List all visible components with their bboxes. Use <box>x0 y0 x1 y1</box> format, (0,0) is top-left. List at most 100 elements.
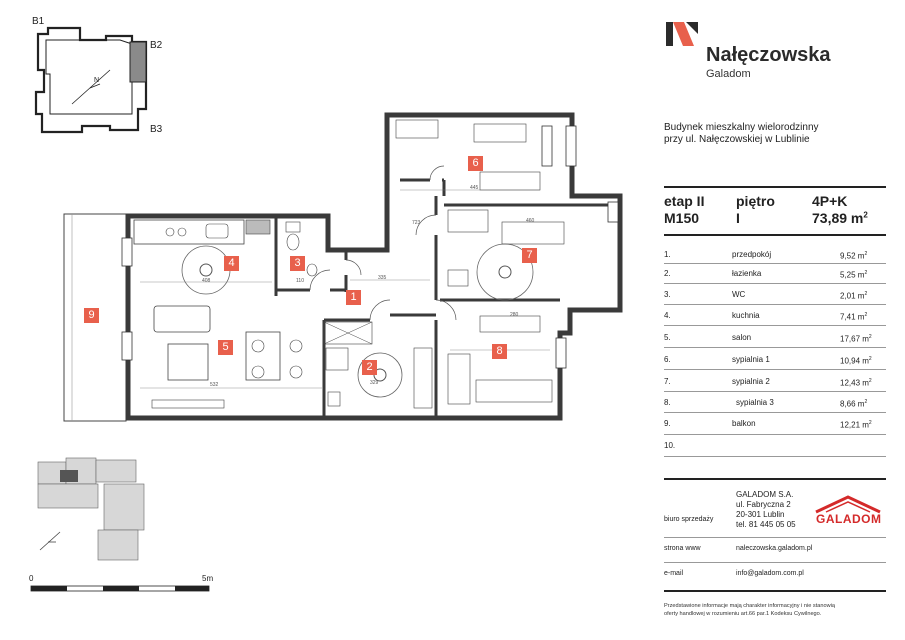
room-area: 12,43 m2 <box>840 371 872 394</box>
room-number: 8. <box>664 398 671 407</box>
building-line2: przy ul. Nałęczowskiej w Lublinie <box>664 134 810 145</box>
room-area-sup: 2 <box>864 251 868 257</box>
room-number: 4. <box>664 311 671 320</box>
divider <box>664 562 886 563</box>
website-label: strona www <box>664 545 701 552</box>
room-badge-2: 2 <box>362 360 377 375</box>
room-name: WC <box>732 290 746 299</box>
floor-plan-drawing <box>63 112 623 422</box>
divider <box>664 391 886 392</box>
sales-company: GALADOM S.A. <box>736 490 794 499</box>
dim-label: 335 <box>378 275 387 281</box>
room-area-sup: 2 <box>864 270 868 276</box>
galadom-logo-text: GALADOM <box>816 512 882 526</box>
room-area-value: 12,21 m <box>840 420 869 430</box>
room-badge-5: 5 <box>218 340 233 355</box>
galadom-logo: GALADOM <box>812 494 884 528</box>
scale-bar-graphic <box>30 585 210 592</box>
room-name: sypialnia 3 <box>736 398 774 407</box>
room-badge-9: 9 <box>84 308 99 323</box>
sales-office-label: biuro sprzedaży <box>664 516 714 523</box>
sales-city: 20-301 Lublin <box>736 510 785 519</box>
dim-label: 723 <box>412 220 421 226</box>
floor-plan: 445 532 316 335 723 408 329 110 460 280 … <box>60 110 630 430</box>
room-area-value: 5,25 m <box>840 270 865 280</box>
scale-end-label: 5m <box>202 574 214 583</box>
scale-bar: 0 5m <box>29 574 220 604</box>
divider <box>664 456 886 457</box>
divider <box>664 347 886 348</box>
unit-floor-label: piętro <box>736 193 775 209</box>
room-area: 10,94 m2 <box>840 349 872 372</box>
dim-label: 329 <box>370 380 379 386</box>
email-link[interactable]: info@galadom.com.pl <box>736 570 804 577</box>
room-number: 1. <box>664 250 671 259</box>
dim-label: 408 <box>202 278 211 284</box>
room-area-sup: 2 <box>868 420 872 426</box>
dim-label: 280 <box>510 312 519 318</box>
room-name: balkon <box>732 419 756 428</box>
email-label: e-mail <box>664 570 684 577</box>
brand-sub: Galadom <box>706 68 751 80</box>
divider <box>664 434 886 435</box>
room-name: kuchnia <box>732 311 760 320</box>
disclaimer-line2: oferty handlowej w rozumieniu art.66 par… <box>664 611 822 617</box>
room-number: 6. <box>664 355 671 364</box>
room-area: 8,66 m2 <box>840 392 867 415</box>
unit-area-value: 73,89 m <box>812 210 864 226</box>
site-plan <box>20 450 180 570</box>
room-area-value: 7,41 m <box>840 312 865 322</box>
room-row: 9. balkon 12,21 m2 <box>664 413 886 434</box>
room-number: 10. <box>664 441 676 450</box>
room-number: 3. <box>664 290 671 299</box>
dim-label: 460 <box>526 218 535 224</box>
disclaimer-line1: Przedstawione informacje mają charakter … <box>664 603 835 609</box>
room-area-sup: 2 <box>868 356 872 362</box>
room-area-sup: 2 <box>864 312 868 318</box>
room-number: 9. <box>664 419 671 428</box>
divider <box>664 234 886 236</box>
website-link[interactable]: naleczowska.galadom.pl <box>736 545 813 552</box>
room-area-sup: 2 <box>868 334 872 340</box>
room-area-value: 17,67 m <box>840 334 869 344</box>
room-badge-4: 4 <box>224 256 239 271</box>
room-area-sup: 2 <box>868 378 872 384</box>
divider <box>664 325 886 326</box>
room-area-sup: 2 <box>864 291 868 297</box>
room-area: 2,01 m2 <box>840 284 867 307</box>
room-row: 5. salon 17,67 m2 <box>664 327 886 348</box>
keyplan-drawing: N <box>34 26 148 134</box>
sales-phone: tel. 81 445 05 05 <box>736 520 796 529</box>
dim-label: 445 <box>470 185 479 191</box>
room-name: przedpokój <box>732 250 772 259</box>
room-number: 2. <box>664 269 671 278</box>
room-name: łazienka <box>732 269 762 278</box>
room-badge-6: 6 <box>468 156 483 171</box>
room-number: 5. <box>664 333 671 342</box>
dim-label: 532 <box>210 382 219 388</box>
galadom-roof-icon <box>815 495 881 514</box>
site-plan-drawing <box>37 457 145 561</box>
scale-start-label: 0 <box>29 574 34 583</box>
room-row: 4. kuchnia 7,41 m2 <box>664 305 886 326</box>
room-area: 7,41 m2 <box>840 305 867 328</box>
keyplan-label-b3: B3 <box>150 124 163 135</box>
room-row: 1. przedpokój 9,52 m2 <box>664 244 886 265</box>
divider <box>664 263 886 264</box>
svg-text:N: N <box>94 77 99 84</box>
keyplan-label-b1: B1 <box>32 16 45 27</box>
room-row: 10. <box>664 435 886 456</box>
room-area-value: 12,43 m <box>840 378 869 388</box>
room-area-value: 8,66 m <box>840 399 865 409</box>
room-area: 9,52 m2 <box>840 244 867 267</box>
room-badge-7: 7 <box>522 248 537 263</box>
brand-logo <box>664 18 702 50</box>
brand-name: Nałęczowska <box>706 44 831 66</box>
divider <box>664 186 886 188</box>
brand-mark-icon <box>666 22 698 46</box>
divider <box>664 412 886 413</box>
room-row: 6. sypialnia 1 10,94 m2 <box>664 349 886 370</box>
room-row: 3. WC 2,01 m2 <box>664 284 886 305</box>
room-area: 17,67 m2 <box>840 327 872 350</box>
room-badge-8: 8 <box>492 344 507 359</box>
